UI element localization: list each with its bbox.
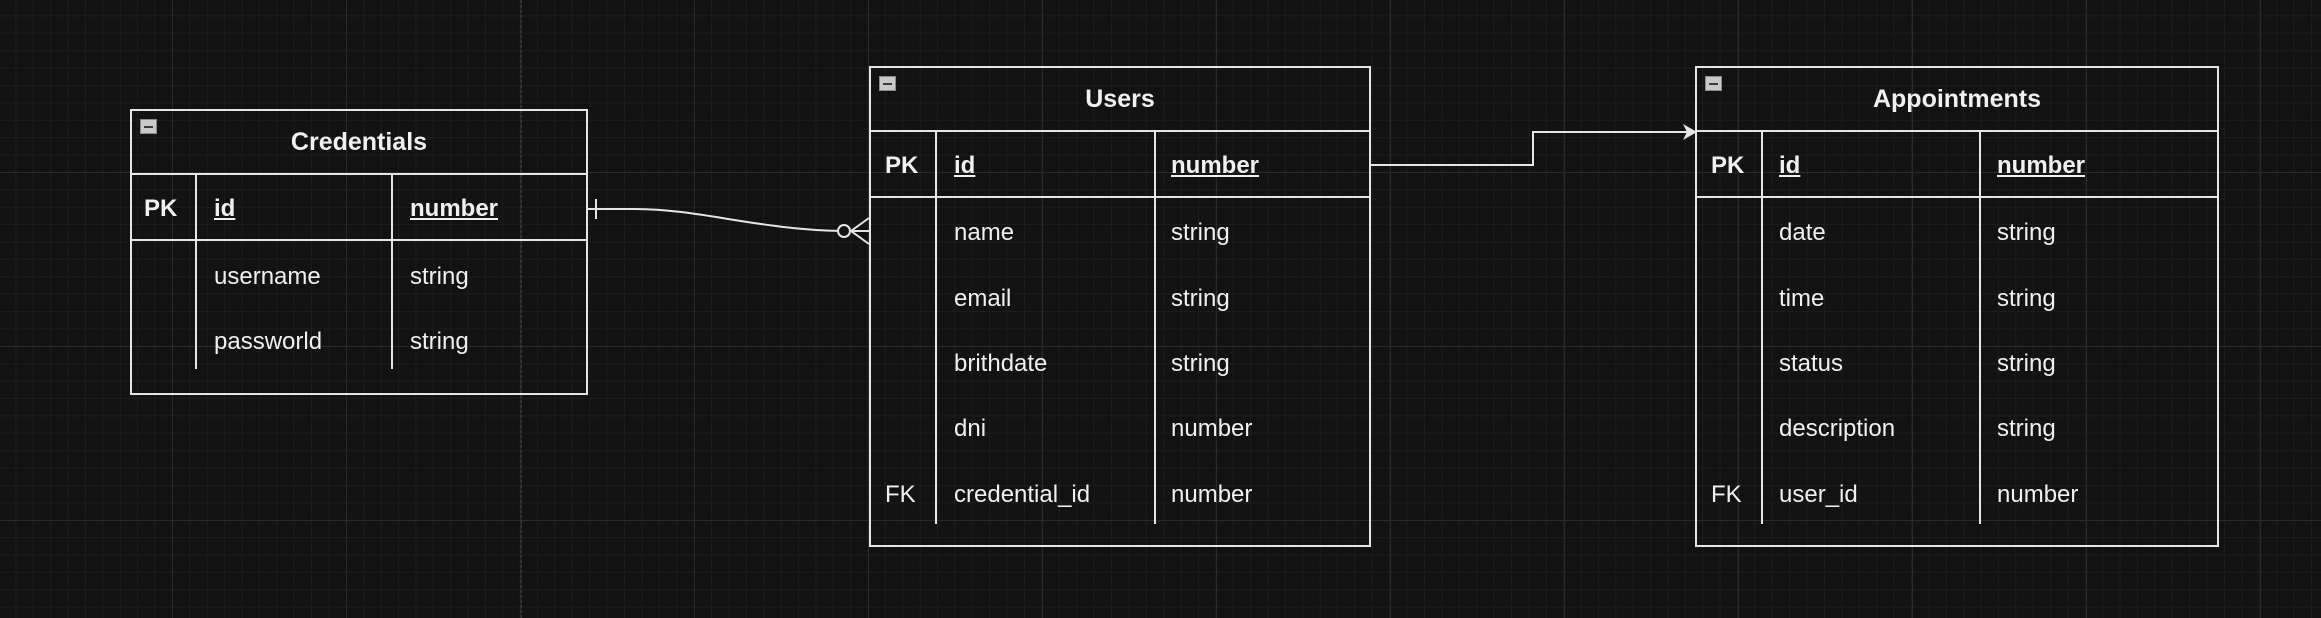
primary-key-row[interactable]: PK id number: [871, 132, 1369, 198]
column-divider: [195, 175, 197, 369]
field-name: passworld: [214, 328, 323, 355]
relationship-line-users-appointments: [1371, 131, 1688, 166]
field-type: string: [1171, 350, 1230, 377]
field-type: number: [1997, 481, 2079, 508]
relationship-line-credentials-users: [588, 208, 869, 232]
field-type: string: [1997, 285, 2056, 312]
field-type: string: [1997, 415, 2056, 442]
entity-credentials[interactable]: Credentials PK id number username string…: [130, 109, 588, 395]
field-type: string: [1997, 219, 2056, 246]
field-type: string: [1997, 350, 2056, 377]
canvas-guide-line: [521, 0, 522, 618]
field-type: string: [1171, 219, 1230, 246]
pk-field-type: number: [410, 195, 499, 222]
field-name: email: [954, 285, 1012, 312]
field-name: time: [1779, 285, 1825, 312]
column-divider: [1979, 132, 1981, 524]
pk-field-name: id: [214, 195, 236, 222]
field-type: string: [410, 263, 469, 290]
field-name: username: [214, 263, 321, 290]
field-type: string: [1171, 285, 1230, 312]
field-name: credential_id: [954, 481, 1091, 508]
entity-title: Credentials: [132, 111, 586, 175]
entity-appointments[interactable]: Appointments PK id number date string ti…: [1695, 66, 2219, 547]
entity-title: Users: [871, 68, 1369, 132]
primary-key-row[interactable]: PK id number: [132, 175, 586, 241]
cardinality-many-marker: [849, 217, 870, 245]
pk-field-name: id: [1779, 152, 1801, 179]
field-name: description: [1779, 415, 1896, 442]
entity-title: Appointments: [1697, 68, 2217, 132]
arrowhead-icon: [1683, 124, 1697, 140]
field-type: number: [1171, 415, 1253, 442]
field-name: user_id: [1779, 481, 1858, 508]
column-divider: [935, 132, 937, 524]
column-divider: [1154, 132, 1156, 524]
field-type: string: [410, 328, 469, 355]
collapse-icon[interactable]: [879, 76, 896, 91]
pk-field-type: number: [1997, 152, 2086, 179]
collapse-icon[interactable]: [140, 119, 157, 134]
pk-label: PK: [1711, 152, 1745, 179]
field-type: number: [1171, 481, 1253, 508]
fk-label: FK: [1711, 481, 1742, 508]
pk-field-name: id: [954, 152, 976, 179]
fk-label: FK: [885, 481, 916, 508]
column-divider: [391, 175, 393, 369]
field-name: status: [1779, 350, 1844, 377]
pk-field-type: number: [1171, 152, 1260, 179]
primary-key-row[interactable]: PK id number: [1697, 132, 2217, 198]
collapse-icon[interactable]: [1705, 76, 1722, 91]
column-divider: [1761, 132, 1763, 524]
field-name: dni: [954, 415, 987, 442]
entity-users[interactable]: Users PK id number name string email str…: [869, 66, 1371, 547]
cardinality-zero-marker: [837, 224, 851, 238]
pk-label: PK: [144, 195, 178, 222]
field-name: date: [1779, 219, 1826, 246]
field-name: brithdate: [954, 350, 1048, 377]
pk-label: PK: [885, 152, 919, 179]
field-name: name: [954, 219, 1015, 246]
